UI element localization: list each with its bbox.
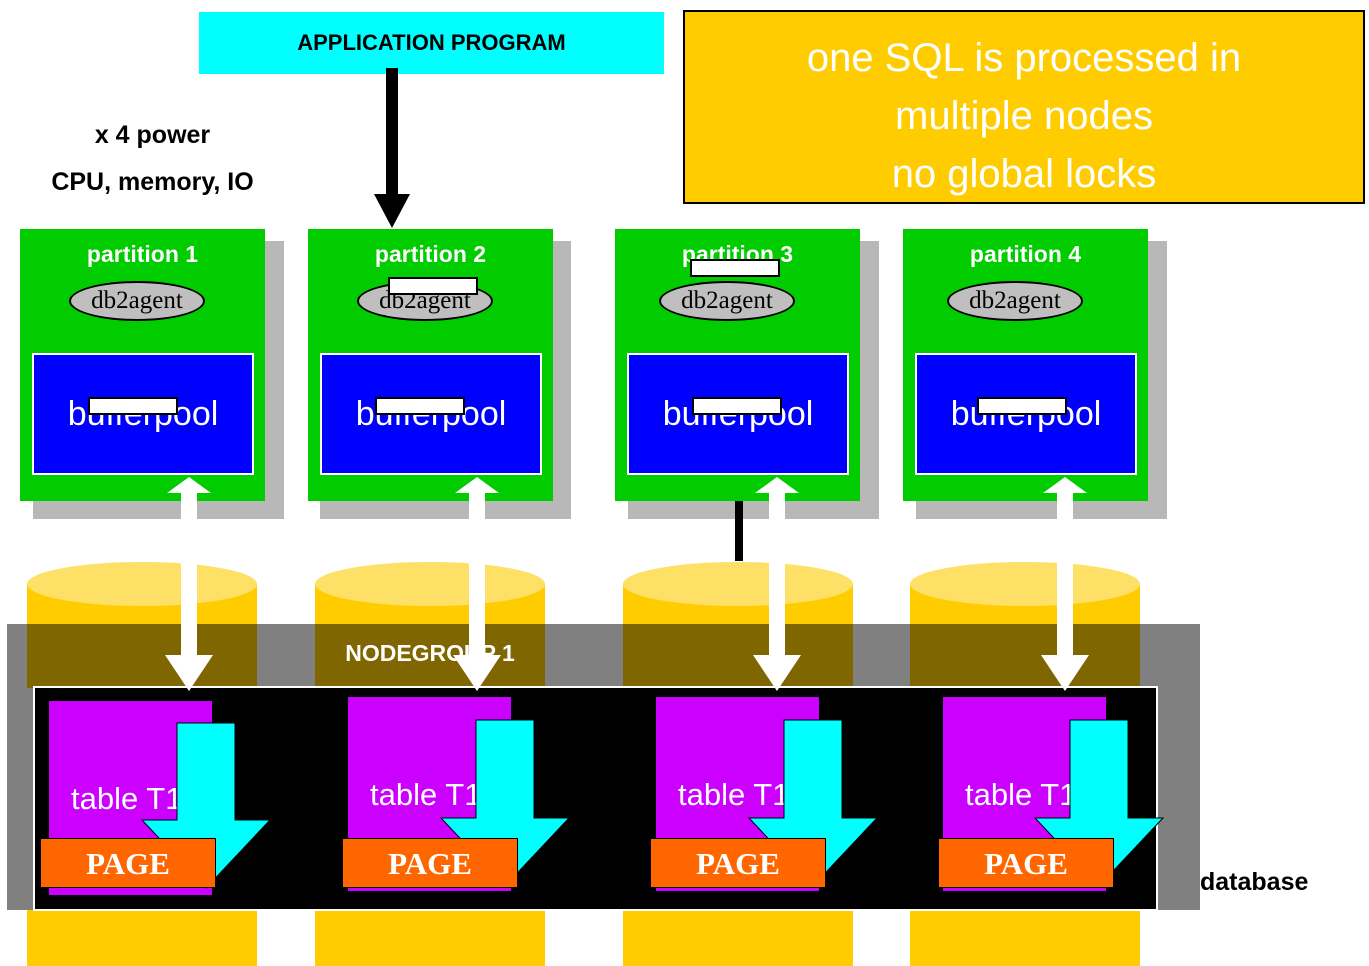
partition-3-connector xyxy=(735,501,743,561)
double-arrow-2 xyxy=(453,477,501,691)
application-program-label: APPLICATION PROGRAM xyxy=(297,30,566,55)
app-down-arrow xyxy=(374,68,410,228)
table-4-label: table T1 xyxy=(965,777,1077,812)
disk-cylinder-2-top xyxy=(315,562,545,606)
partition-3: partition 3 db2agent bufferpool xyxy=(615,229,860,501)
note-line-1: one SQL is processed in xyxy=(806,36,1242,80)
page-4-label: PAGE xyxy=(984,846,1068,881)
application-program-box: APPLICATION PROGRAM xyxy=(199,12,664,74)
nodegroup-disk-4 xyxy=(910,624,1140,688)
partition-1-agent-label: db2agent xyxy=(91,287,183,314)
double-arrow-3 xyxy=(753,477,801,691)
note-box: one SQL is processed in multiple nodes n… xyxy=(683,10,1365,204)
partition-2-label: partition 2 xyxy=(374,241,487,267)
power-line-2: CPU, memory, IO xyxy=(51,168,254,196)
page-4: PAGE xyxy=(938,838,1114,888)
partition-4-bufferpool-bar xyxy=(977,397,1067,415)
table-2-label: table T1 xyxy=(370,777,482,812)
partition-1: partition 1 db2agent bufferpool xyxy=(20,229,265,501)
partition-4-agent-label: db2agent xyxy=(969,287,1061,314)
disk-cylinder-3-top xyxy=(623,562,853,606)
partition-3-agent-bar xyxy=(690,259,780,277)
partition-4-label: partition 4 xyxy=(969,241,1082,267)
disk-cylinder-4-top xyxy=(910,562,1140,606)
table-1-label: table T1 xyxy=(71,781,183,816)
power-line-1: x 4 power xyxy=(94,121,211,149)
partition-1-label: partition 1 xyxy=(86,241,199,267)
double-arrow-1 xyxy=(165,477,213,691)
disk-cylinder-1-top xyxy=(27,562,257,606)
note-line-2: multiple nodes xyxy=(895,94,1153,138)
partition-1-db2agent: db2agent xyxy=(69,281,205,321)
partition-3-db2agent: db2agent xyxy=(659,281,795,321)
nodegroup-disk-2 xyxy=(315,624,545,688)
partition-2-agent-bar xyxy=(388,277,478,295)
nodegroup-disk-3 xyxy=(623,624,853,688)
double-arrow-4 xyxy=(1041,477,1089,691)
partition-2-bufferpool-bar xyxy=(375,397,465,415)
page-3: PAGE xyxy=(650,838,826,888)
table-3-label: table T1 xyxy=(678,777,790,812)
page-2: PAGE xyxy=(342,838,518,888)
page-2-label: PAGE xyxy=(388,846,472,881)
partition-4-db2agent: db2agent xyxy=(947,281,1083,321)
partition-3-bufferpool-bar xyxy=(692,397,782,415)
note-line-3: no global locks xyxy=(891,152,1157,196)
partition-1-bufferpool-bar xyxy=(88,397,178,415)
partition-3-agent-label: db2agent xyxy=(681,287,773,314)
power-label: x 4 power CPU, memory, IO xyxy=(20,112,285,206)
page-1-label: PAGE xyxy=(86,846,170,881)
nodegroup-disk-1 xyxy=(27,624,257,688)
page-3-label: PAGE xyxy=(696,846,780,881)
database-label: database xyxy=(1200,868,1309,896)
page-1: PAGE xyxy=(40,838,216,888)
